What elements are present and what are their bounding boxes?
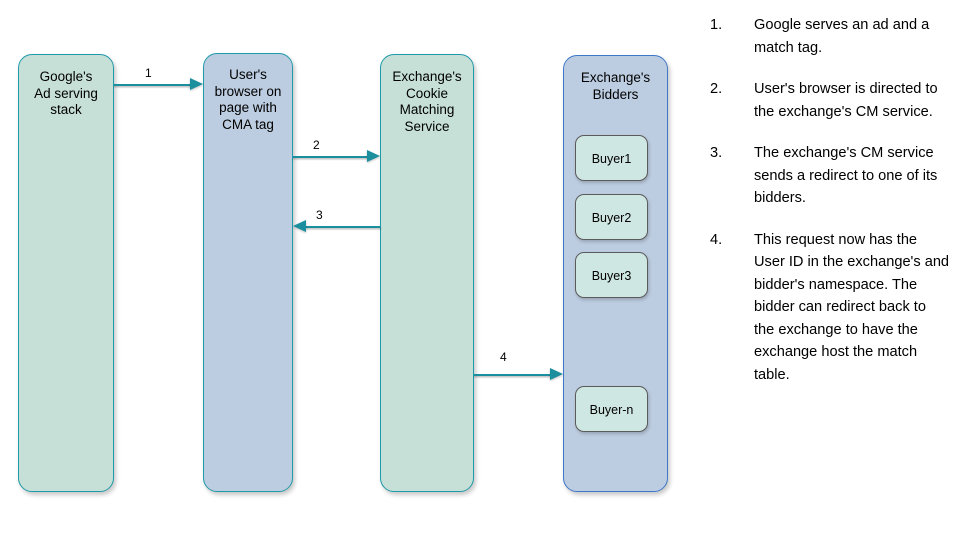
node-user-browser-label: User's browser on page with CMA tag	[214, 67, 282, 132]
arrow-4-line	[474, 374, 551, 376]
step-4-text: This request now has the User ID in the …	[754, 231, 950, 383]
node-google-ad-serving-stack[interactable]: Google's Ad serving stack	[18, 54, 114, 492]
arrow-3-head-icon	[293, 220, 306, 232]
step-1-text: Google serves an ad and a match tag.	[754, 17, 930, 56]
step-item-4: 4. This request now has the User ID in t…	[710, 229, 950, 387]
step-item-3: 3. The exchange's CM service sends a red…	[710, 142, 950, 210]
arrow-1-head-icon	[190, 78, 203, 90]
node-google-ad-serving-stack-label: Google's Ad serving stack	[34, 69, 98, 117]
node-buyer-1[interactable]: Buyer1	[575, 135, 648, 181]
arrow-3-line	[306, 226, 381, 228]
step-2-text: User's browser is directed to the exchan…	[754, 81, 938, 120]
step-item-2: 2. User's browser is directed to the exc…	[710, 78, 950, 123]
arrow-1-label: 1	[145, 66, 152, 80]
arrow-3-label: 3	[316, 208, 323, 222]
node-user-browser[interactable]: User's browser on page with CMA tag	[203, 53, 293, 492]
node-buyer-2[interactable]: Buyer2	[575, 194, 648, 240]
node-buyer-3[interactable]: Buyer3	[575, 252, 648, 298]
node-exchange-cookie-matching-service-label: Exchange's Cookie Matching Service	[392, 69, 462, 134]
node-exchange-bidders-label: Exchange's Bidders	[580, 70, 651, 102]
node-buyer-n[interactable]: Buyer-n	[575, 386, 648, 432]
step-2-number: 2.	[710, 81, 723, 97]
step-1-number: 1.	[710, 17, 723, 33]
node-exchange-cookie-matching-service[interactable]: Exchange's Cookie Matching Service	[380, 54, 474, 492]
step-3-text: The exchange's CM service sends a redire…	[754, 145, 938, 206]
arrow-2-line	[293, 156, 368, 158]
arrow-4-label: 4	[500, 350, 507, 364]
step-4-number: 4.	[710, 231, 723, 248]
arrow-2-label: 2	[313, 138, 320, 152]
arrow-4-head-icon	[550, 368, 563, 380]
steps-list: 1. Google serves an ad and a match tag. …	[710, 14, 950, 405]
arrow-2-head-icon	[367, 150, 380, 162]
step-item-1: 1. Google serves an ad and a match tag.	[710, 14, 950, 59]
step-3-number: 3.	[710, 145, 723, 161]
arrow-1-line	[114, 84, 191, 86]
